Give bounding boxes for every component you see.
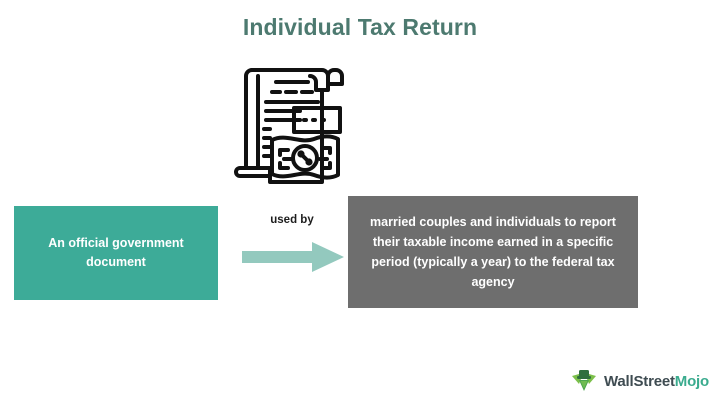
connector-group: used by (240, 214, 344, 276)
brand-name-accent: Mojo (674, 372, 709, 390)
brand-logo-text: WallStreetMojo (604, 373, 709, 390)
wallstreetmojo-bull-icon (569, 366, 599, 396)
connector-label: used by (270, 214, 314, 226)
arrow-right-icon (242, 242, 344, 272)
definition-source-box: An official government document (14, 206, 218, 300)
page-title: Individual Tax Return (242, 14, 478, 40)
brand-name-primary: WallStreet (604, 372, 675, 390)
definition-target-box: married couples and individuals to repor… (348, 196, 638, 308)
definition-source-text: An official government document (48, 235, 184, 269)
brand-logo[interactable]: WallStreetMojo (569, 366, 709, 396)
tax-document-money-icon (232, 56, 352, 186)
definition-target-text: married couples and individuals to repor… (370, 215, 616, 289)
